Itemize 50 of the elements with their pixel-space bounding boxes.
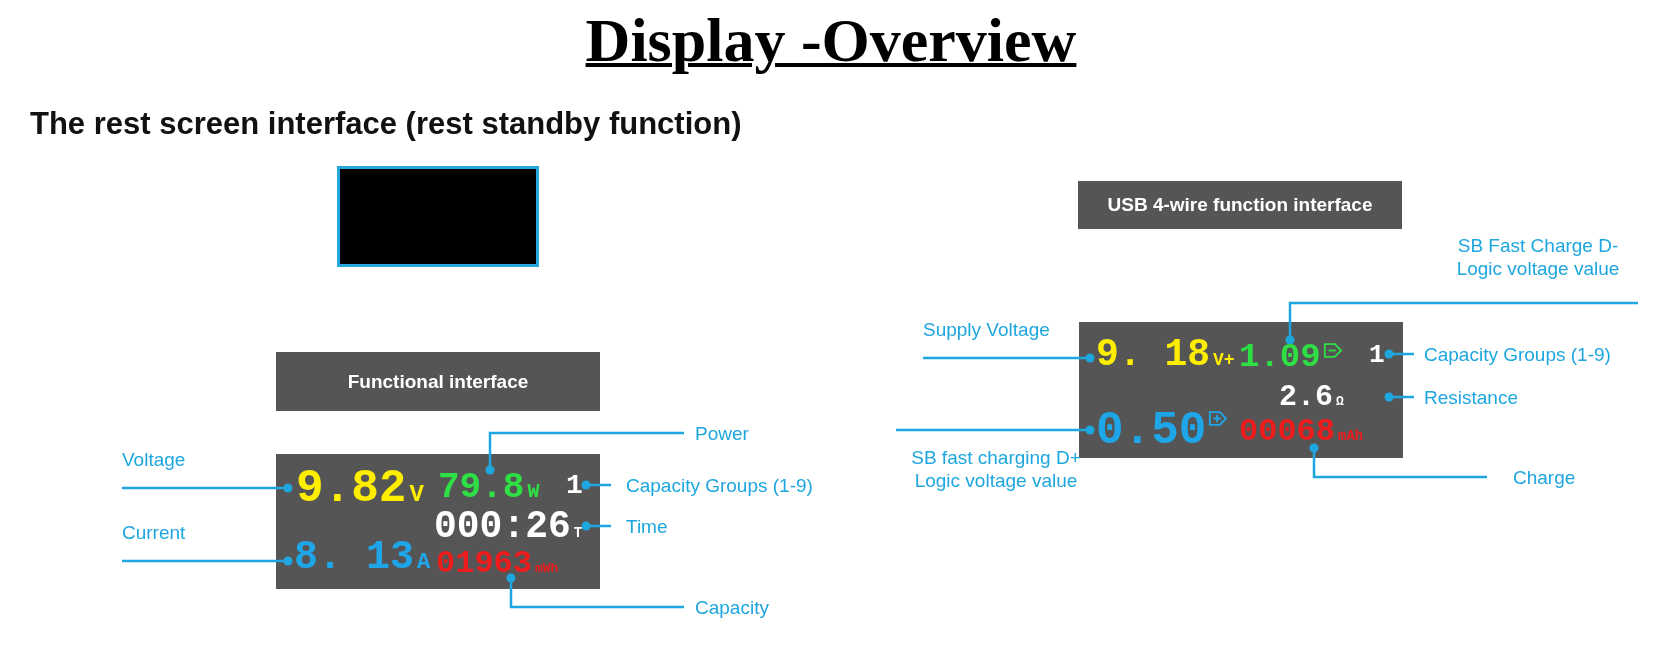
- digital-reading: 00068: [1239, 416, 1335, 448]
- display-panel: [276, 454, 600, 589]
- unit-symbol: mWh: [535, 562, 559, 575]
- unit-symbol: W: [527, 482, 540, 502]
- leader-line: [122, 556, 293, 566]
- leader-line: [1384, 349, 1414, 359]
- callout-label: Resistance: [1424, 385, 1518, 409]
- leader-line: [1285, 301, 1638, 345]
- callout-label: Capacity: [695, 595, 769, 619]
- callout-label: SB fast charging D+ Logic voltage value: [910, 446, 1082, 492]
- callout-label: Supply Voltage: [923, 318, 1050, 341]
- callout-label: Power: [695, 421, 749, 445]
- callout-label: Charge: [1513, 465, 1576, 489]
- section-heading: The rest screen interface (rest standby function): [30, 106, 742, 142]
- leader-line: [1384, 392, 1414, 402]
- leader-line: [581, 480, 611, 490]
- leader-line: [581, 521, 611, 531]
- display-panel: [1079, 322, 1403, 458]
- leader-line: [122, 483, 293, 493]
- leader-line: [506, 573, 684, 609]
- callout-label: SB Fast Charge D- Logic voltage value: [1455, 234, 1621, 280]
- digital-reading: 2.6: [1279, 382, 1333, 412]
- callout-label: Voltage: [122, 448, 186, 471]
- digital-reading: 000:26: [434, 508, 571, 546]
- digital-reading: 1: [566, 472, 583, 500]
- unit-symbol: V+: [1213, 351, 1235, 369]
- digital-reading: 1: [1369, 342, 1385, 368]
- digital-reading: 01963: [436, 548, 532, 580]
- leader-line: [923, 353, 1095, 363]
- leader-line: [485, 431, 684, 475]
- unit-symbol: Ω: [1336, 395, 1344, 408]
- callout-label: Capacity Groups (1-9): [1424, 342, 1611, 366]
- leader-line: [1309, 443, 1487, 479]
- callout-label: Current: [122, 521, 186, 544]
- unit-symbol: V: [409, 483, 424, 507]
- leader-line: [896, 425, 1095, 435]
- digital-reading: 1.09: [1239, 340, 1321, 374]
- callout-label: Capacity Groups (1-9): [626, 473, 813, 497]
- digital-reading: 0.50: [1096, 408, 1207, 454]
- digital-reading: 79.8: [438, 470, 525, 506]
- unit-symbol: T: [573, 526, 583, 540]
- title-banner: Functional interface: [276, 352, 600, 411]
- digital-reading: 9.82: [296, 466, 407, 512]
- callout-label: Time: [626, 514, 668, 538]
- unit-symbol: mAh: [1338, 429, 1364, 443]
- digital-reading: 9. 18: [1096, 336, 1211, 374]
- unit-symbol: A: [417, 552, 431, 574]
- title-banner: USB 4-wire function interface: [1078, 181, 1402, 229]
- page-title: Display -Overview: [585, 6, 1077, 74]
- digital-reading: 8. 13: [294, 538, 415, 578]
